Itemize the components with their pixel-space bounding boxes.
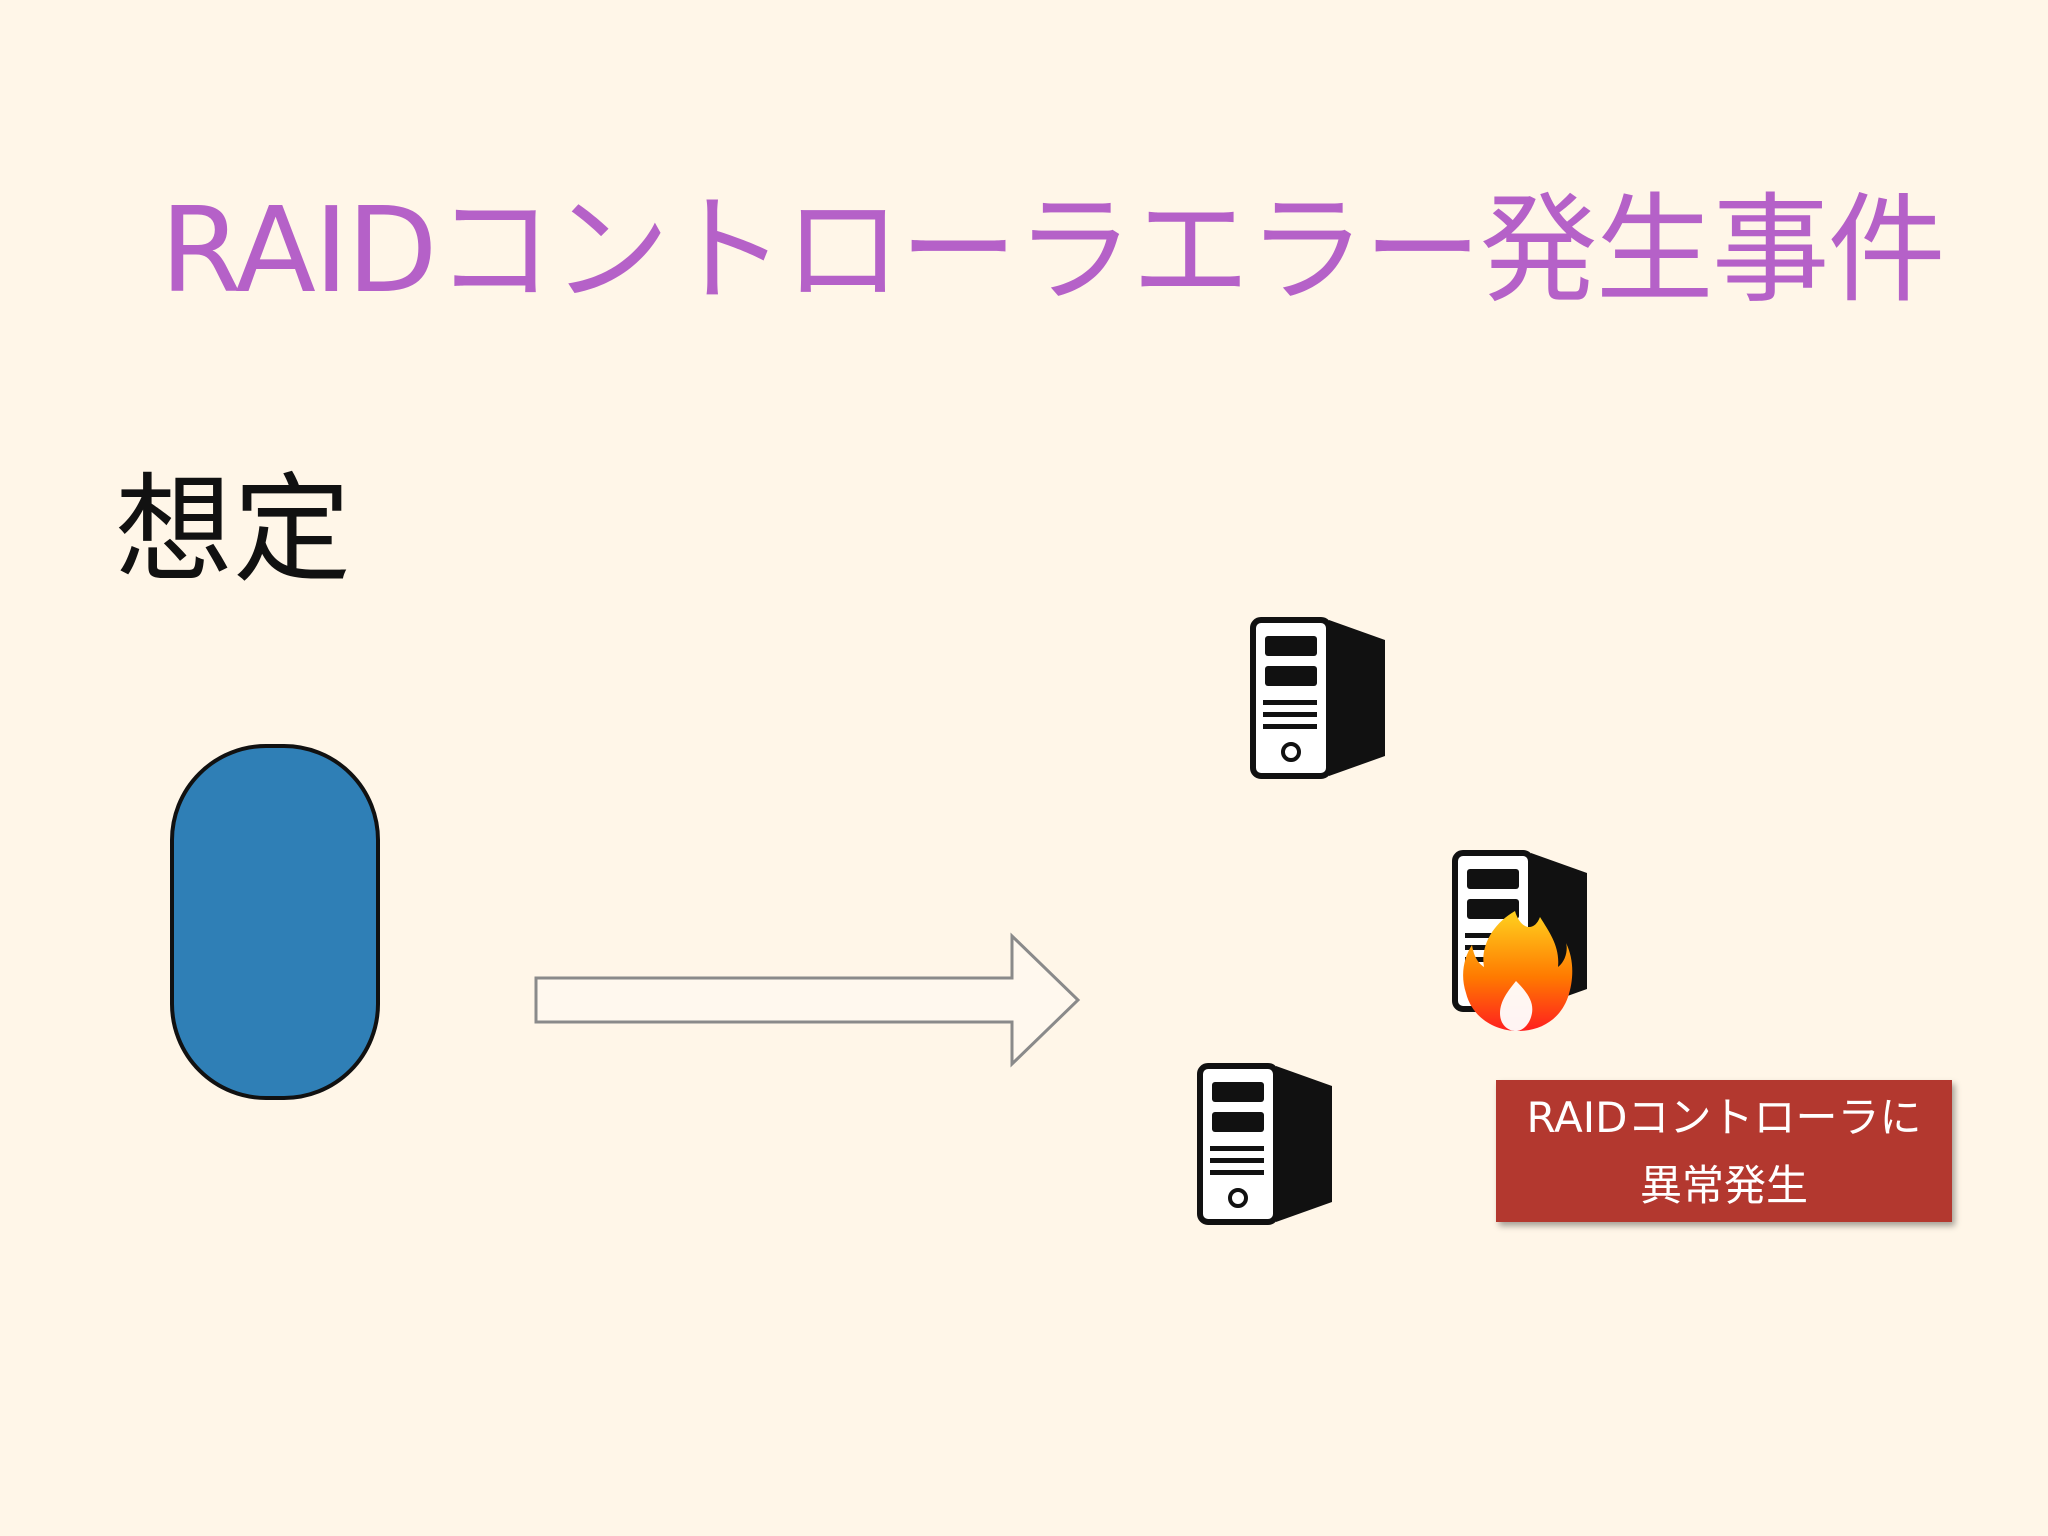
server-tower-icon <box>1197 1063 1332 1225</box>
right-arrow-icon <box>534 932 1081 1068</box>
alert-line-1: RAIDコントローラに <box>1526 1093 1922 1142</box>
alert-line-2: 異常発生 <box>1639 1161 1808 1210</box>
server-tower-icon <box>1250 617 1385 779</box>
fire-icon <box>1463 911 1573 1031</box>
slide-subtitle: 想定 <box>115 461 352 599</box>
status-badge: RAIDコントローラに 異常発生 <box>1496 1080 1952 1222</box>
client-device-icon <box>170 744 380 1100</box>
slide-title: RAIDコントローラエラー発生事件 <box>160 181 1946 319</box>
